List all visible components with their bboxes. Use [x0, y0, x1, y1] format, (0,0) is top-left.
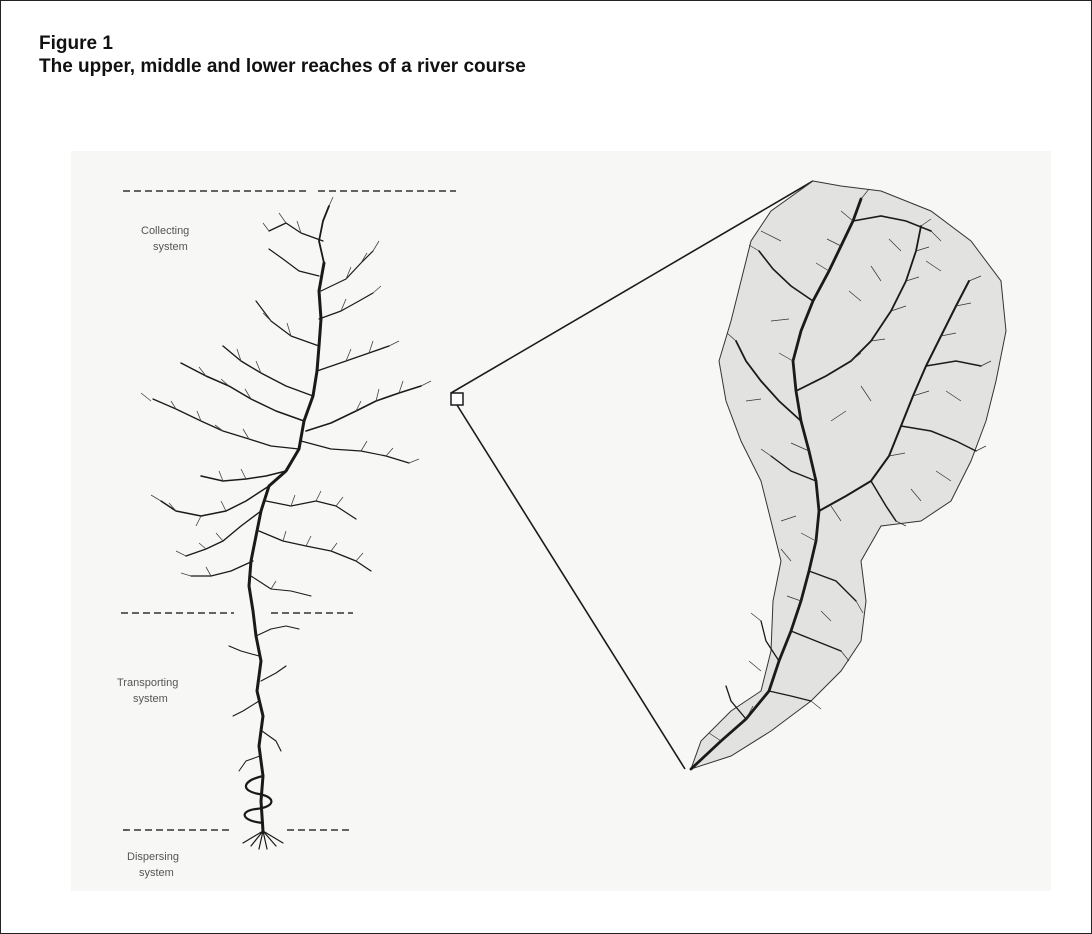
zone-label-collecting-2: system [153, 241, 188, 253]
inset-box [451, 393, 463, 405]
zone-label-collecting: Collecting [141, 225, 189, 237]
zone-label-dispersing: Dispersing [127, 851, 179, 863]
zone-label-transporting: Transporting [117, 677, 178, 689]
zone-label-transporting-2: system [133, 693, 168, 705]
zone-label-dispersing-2: system [139, 867, 174, 879]
